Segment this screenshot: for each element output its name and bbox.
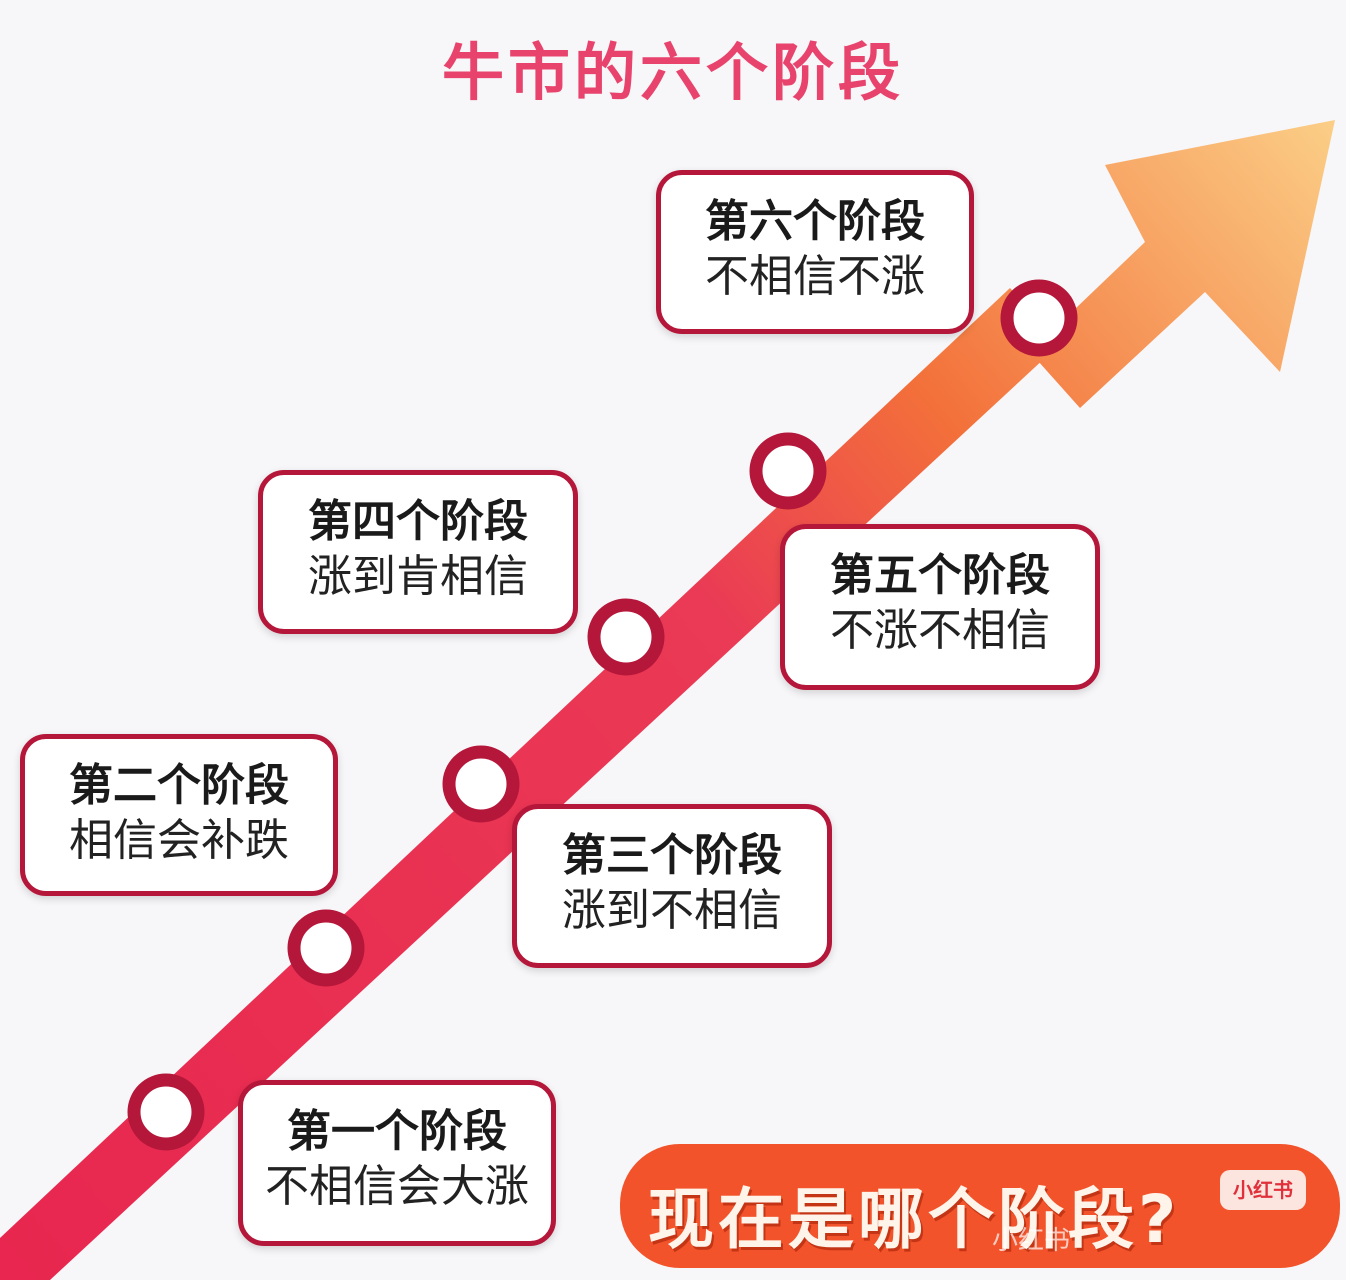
stage-5-name: 第五个阶段 xyxy=(830,550,1050,601)
stage-card-2: 第二个阶段 相信会补跌 xyxy=(20,734,338,896)
stage-card-1: 第一个阶段 不相信会大涨 xyxy=(238,1080,556,1246)
page-title: 牛市的六个阶段 xyxy=(441,36,904,109)
stage-card-4: 第四个阶段 涨到肯相信 xyxy=(258,470,578,634)
banner-text: 现在是哪个阶段? xyxy=(648,1181,1181,1258)
arrow-head xyxy=(1030,120,1335,408)
stage-2-name: 第二个阶段 xyxy=(69,760,289,811)
stage-4-name: 第四个阶段 xyxy=(308,496,528,547)
stage-node-4 xyxy=(587,598,665,676)
stage-node-3 xyxy=(442,745,520,823)
watermark-text: 小红书 xyxy=(992,1226,1071,1256)
stage-card-5: 第五个阶段 不涨不相信 xyxy=(780,524,1100,690)
question-banner: 现在是哪个阶段? xyxy=(620,1144,1340,1268)
stage-1-name: 第一个阶段 xyxy=(287,1106,507,1157)
stage-3-desc: 涨到不相信 xyxy=(562,885,782,936)
stage-1-desc: 不相信会大涨 xyxy=(265,1161,529,1212)
stage-node-5 xyxy=(749,432,827,510)
stage-6-desc: 不相信不涨 xyxy=(705,251,925,302)
watermark-logo: 小红书 xyxy=(1220,1170,1306,1210)
stage-6-name: 第六个阶段 xyxy=(705,196,925,247)
stage-node-2 xyxy=(287,909,365,987)
stage-node-1 xyxy=(127,1073,205,1151)
stage-3-name: 第三个阶段 xyxy=(562,830,782,881)
stage-card-6: 第六个阶段 不相信不涨 xyxy=(656,170,974,334)
stage-4-desc: 涨到肯相信 xyxy=(308,551,528,602)
stage-2-desc: 相信会补跌 xyxy=(69,815,289,866)
stage-node-6 xyxy=(1000,279,1078,357)
stage-card-3: 第三个阶段 涨到不相信 xyxy=(512,804,832,968)
stage-5-desc: 不涨不相信 xyxy=(830,605,1050,656)
